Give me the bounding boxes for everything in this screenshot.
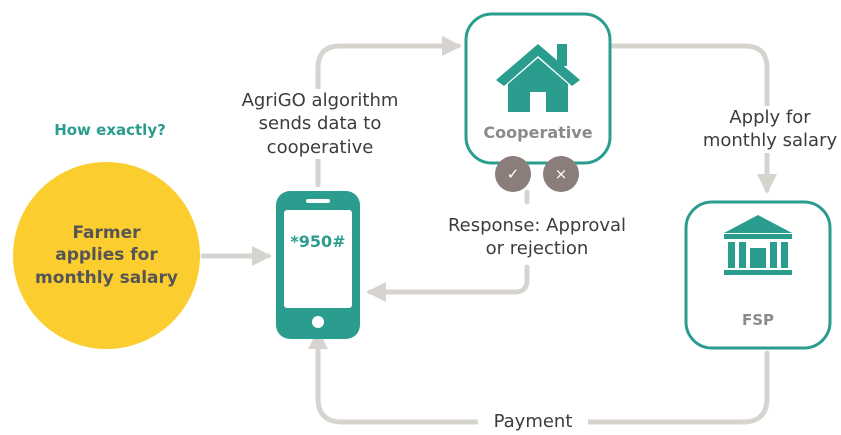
to-cooperative-label: AgriGO algorithm sends data to cooperati… xyxy=(222,89,418,160)
farmer-label-line: monthly salary xyxy=(35,267,178,288)
close-icon: × xyxy=(554,165,568,183)
payment-label: Payment xyxy=(493,411,573,432)
phone-code: *950# xyxy=(290,232,346,251)
to-cooperative-label-line: sends data to xyxy=(258,113,382,135)
check-icon: ✓ xyxy=(506,165,520,183)
fsp-label: FSP xyxy=(741,311,775,329)
approve-chip: ✓ xyxy=(495,156,531,192)
cooperative-to-fsp-arrow xyxy=(610,43,777,194)
to-cooperative-label-line: AgriGO algorithm xyxy=(241,90,399,111)
to-fsp-label-line: monthly salary xyxy=(702,130,838,152)
house-icon xyxy=(496,44,580,112)
response-label-line: or rejection xyxy=(485,238,589,260)
response-label: Response: Approval or rejection xyxy=(432,214,642,261)
bank-icon xyxy=(724,215,792,275)
farmer-label-line: Farmer xyxy=(72,222,141,243)
phone-to-cooperative-arrow xyxy=(315,36,462,188)
farmer-label: Farmer applies for monthly salary xyxy=(35,222,178,289)
to-fsp-label: Apply for monthly salary xyxy=(700,106,840,153)
cooperative-label: Cooperative xyxy=(483,123,593,142)
response-label-line: Response: Approval xyxy=(447,215,627,236)
farmer-label-line: applies for xyxy=(55,245,158,266)
reject-chip: × xyxy=(543,156,579,192)
farmer-node: Farmer applies for monthly salary xyxy=(13,162,200,349)
response-to-phone-arrow xyxy=(366,264,530,302)
question-label: How exactly? xyxy=(54,121,166,139)
to-cooperative-label-line: cooperative xyxy=(266,136,374,158)
smartphone-icon xyxy=(276,191,360,339)
to-fsp-label-line: Apply for xyxy=(729,107,811,128)
